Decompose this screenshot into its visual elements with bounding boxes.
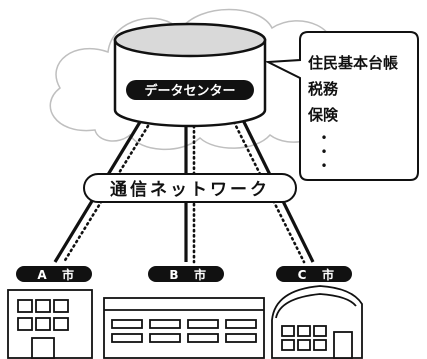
- service-item-3: 保険: [307, 106, 339, 124]
- service-item-2: 税務: [308, 80, 339, 98]
- city-label-c: C 市: [276, 266, 352, 282]
- city-c-suffix: 市: [322, 267, 334, 282]
- city-label-b: B 市: [148, 266, 224, 282]
- city-a-building-icon: [7, 289, 93, 359]
- city-c-building-icon: [271, 285, 363, 359]
- network-label-text: 通信ネットワーク: [110, 179, 270, 200]
- city-b-letter: B: [169, 268, 178, 282]
- city-label-a: A 市: [16, 266, 92, 282]
- city-a-suffix: 市: [62, 267, 74, 282]
- city-c-letter: C: [298, 268, 307, 282]
- city-b-building-icon: [103, 297, 265, 359]
- services-callout: 住民基本台帳 税務 保険 • • •: [264, 31, 419, 181]
- data-center-label: データセンター: [144, 83, 235, 99]
- city-b-suffix: 市: [194, 267, 206, 282]
- ellipsis-dot-1: •: [320, 131, 327, 145]
- data-center: データセンター: [113, 22, 267, 128]
- service-item-1: 住民基本台帳: [308, 54, 398, 72]
- city-a-letter: A: [37, 268, 47, 282]
- data-center-label-pill: [126, 80, 254, 100]
- network-label: 通信ネットワーク: [83, 173, 297, 203]
- ellipsis-dot-2: •: [320, 145, 327, 159]
- ellipsis-dot-3: •: [320, 159, 327, 173]
